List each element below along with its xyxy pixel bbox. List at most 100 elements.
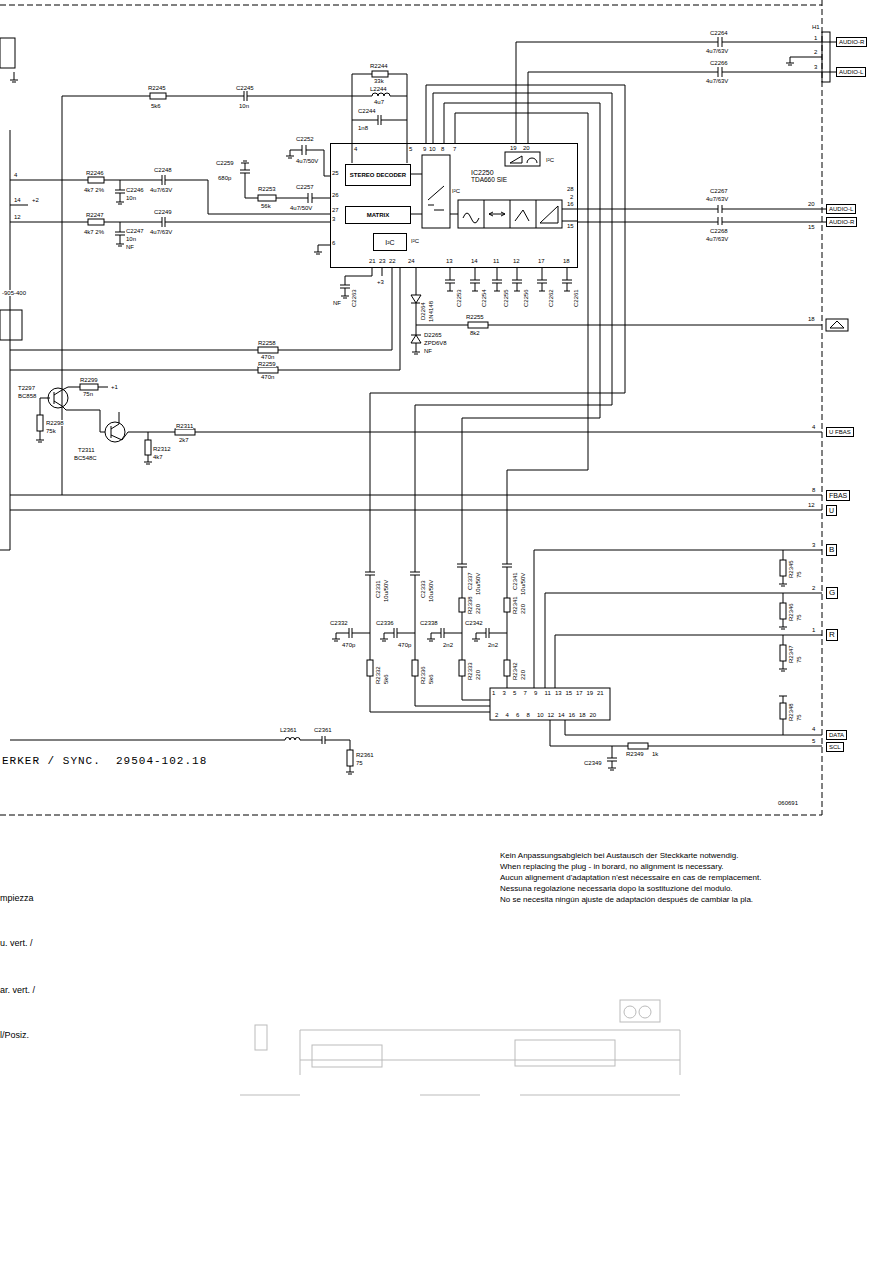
pin-number: 18 xyxy=(808,316,815,322)
part-name: R2246 xyxy=(86,170,104,176)
transistor-symbol xyxy=(624,1006,636,1018)
wire-path xyxy=(365,564,512,575)
part-name: C2338 xyxy=(420,620,438,626)
node-title: U xyxy=(829,507,834,514)
value-label: 4u7 xyxy=(374,99,384,105)
value-label: 10n xyxy=(126,236,136,242)
value-label: 4u7/63V xyxy=(706,236,728,242)
pin-number: 7 xyxy=(524,690,527,696)
wire-path xyxy=(510,156,537,163)
wire-path xyxy=(10,268,392,350)
wire-path xyxy=(455,113,588,688)
wire-path xyxy=(411,325,421,354)
value-label: 10u/50V xyxy=(383,580,389,602)
wire-path xyxy=(484,200,536,228)
part-name: R2338 xyxy=(467,596,473,614)
component-symbol xyxy=(826,319,848,331)
value-label: 1k xyxy=(652,751,658,757)
value-label: -905-400 xyxy=(2,290,26,296)
pin-number: 21 xyxy=(597,690,604,696)
value-label: +1 xyxy=(111,384,118,390)
pin-number: 10 xyxy=(429,146,436,152)
connector-label: AUDIO-L xyxy=(826,204,856,214)
pin-number: 18 xyxy=(563,258,570,264)
pin-number: 3 xyxy=(332,216,335,222)
component-symbol xyxy=(459,598,465,612)
wire-path xyxy=(718,205,722,213)
wire-path xyxy=(607,746,617,770)
component-symbol xyxy=(718,36,722,48)
value-label: 2n2 xyxy=(443,642,453,648)
wire-path xyxy=(10,495,822,510)
part-name: L2244 xyxy=(370,86,387,92)
component-symbol xyxy=(504,660,510,676)
value-label: 680p xyxy=(218,175,231,181)
pin-number: 8 xyxy=(812,487,815,493)
component-symbol xyxy=(37,415,43,431)
pin-number: 13 xyxy=(446,258,453,264)
part-name: T2297 xyxy=(18,385,35,391)
transistor-symbol xyxy=(105,422,125,442)
connector-label: U FBAS xyxy=(826,427,854,437)
wire-path xyxy=(540,206,558,223)
value-label: Nessuna regolazione necessaria dopo la s… xyxy=(500,885,733,893)
pin-number: 3 xyxy=(503,690,506,696)
part-name: C2256 xyxy=(523,289,529,307)
value-label: +2 xyxy=(32,197,39,203)
pin-number: 26 xyxy=(332,192,339,198)
part-name: C2333 xyxy=(420,580,426,598)
wire-path xyxy=(779,593,787,629)
value-label: 470p xyxy=(342,642,355,648)
value-label: NF xyxy=(126,244,134,250)
value-label: 470n xyxy=(261,374,274,380)
part-name: R2298 xyxy=(46,420,64,426)
component-symbol xyxy=(422,155,450,228)
pin-number: 28 xyxy=(567,186,574,192)
value-label: H1 xyxy=(812,24,820,30)
value-label: BC858 xyxy=(18,393,36,399)
node-title: I²C xyxy=(385,239,394,246)
part-name: C2254 xyxy=(481,289,487,307)
component-symbol xyxy=(620,1000,660,1022)
part-name: C2337 xyxy=(467,572,473,590)
connector-label: U xyxy=(826,505,837,516)
pin-number: 5 xyxy=(812,738,815,744)
value-label: l/Posiz. xyxy=(0,1031,29,1040)
connector-label: R xyxy=(826,629,838,641)
value-label: 4u7/63V xyxy=(706,196,728,202)
value-label: 470n xyxy=(261,354,274,360)
wire-path xyxy=(470,268,480,291)
value-label: 4k7 2% xyxy=(84,187,104,193)
pin-number: 14 xyxy=(14,197,21,203)
value-label: 4u7/63V xyxy=(150,229,172,235)
node-title: AUDIO-R xyxy=(829,219,854,225)
pin-number: 6 xyxy=(332,240,335,246)
value-label: Aucun alignement d'adaptation n'est néce… xyxy=(500,874,761,882)
wire-path xyxy=(415,93,612,706)
wire-path xyxy=(512,268,522,291)
pin-number: 16 xyxy=(569,712,576,718)
wire-path xyxy=(352,115,407,125)
part-name: R2312 xyxy=(153,446,171,452)
pin-number: 17 xyxy=(538,258,545,264)
connector-label: AUDIO-L xyxy=(836,67,866,77)
component-symbol xyxy=(505,152,540,166)
pin-number: 75 xyxy=(796,656,802,663)
part-name: R2341 xyxy=(512,596,518,614)
part-name: R2336 xyxy=(420,666,426,684)
component-symbol xyxy=(458,200,562,228)
part-name: D2264 xyxy=(420,302,426,320)
wire-path xyxy=(537,268,547,291)
wire-path xyxy=(718,37,722,47)
component-symbol xyxy=(372,71,388,77)
part-name: R2253 xyxy=(258,186,276,192)
value-label: 1n8 xyxy=(358,125,368,131)
node-title: G xyxy=(829,589,835,597)
component-symbol xyxy=(718,204,722,214)
wire-path xyxy=(352,93,407,96)
component-symbol xyxy=(468,322,488,328)
part-name: C2259 xyxy=(216,160,234,166)
pin-number: 75 xyxy=(356,760,363,766)
pin-number: 11 xyxy=(493,258,499,264)
value-label: 5k6 xyxy=(151,103,161,109)
